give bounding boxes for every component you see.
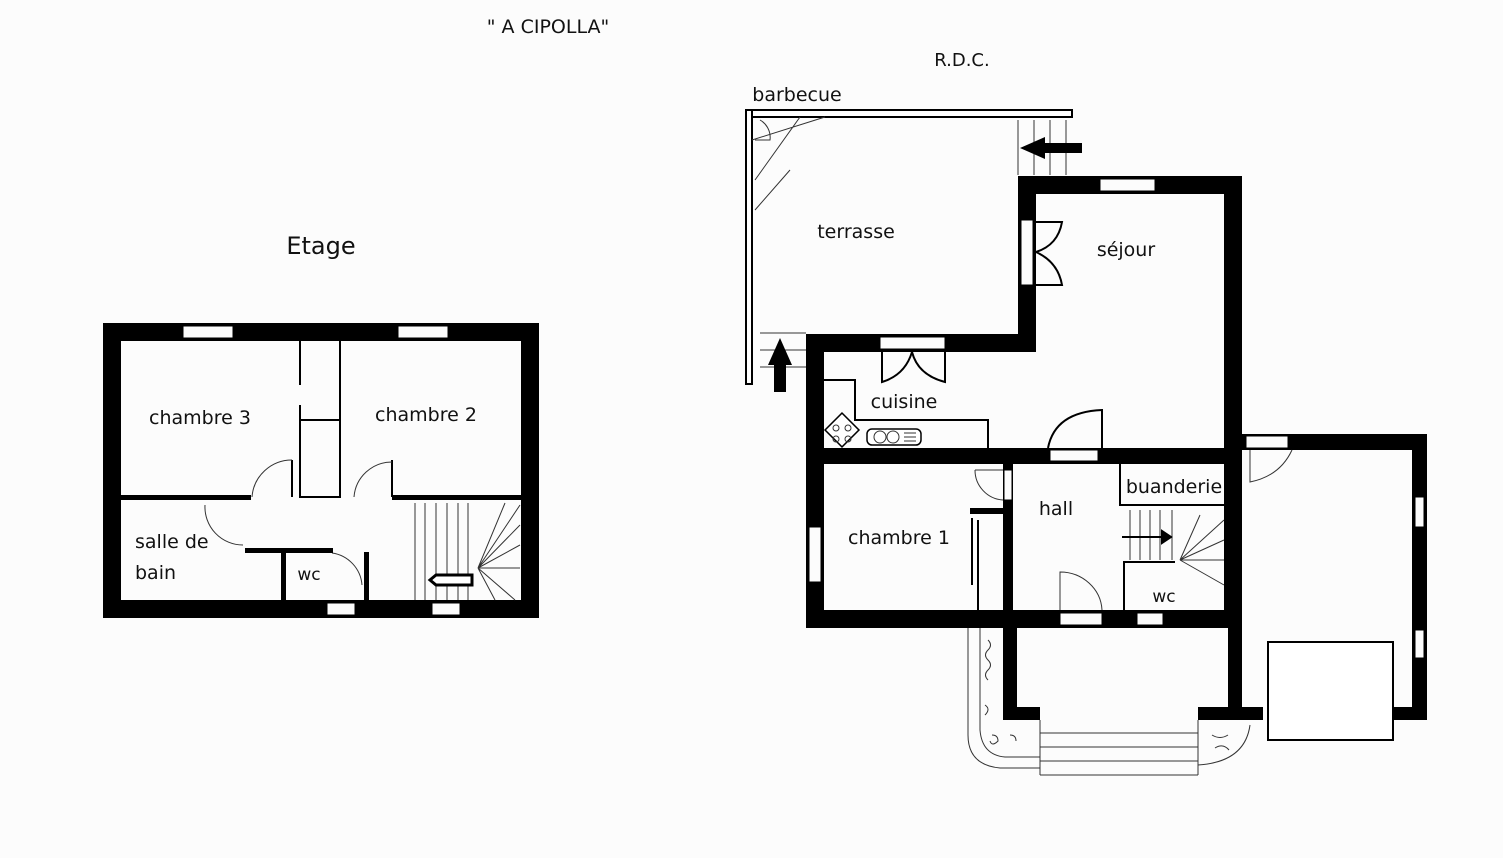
wall	[364, 552, 369, 600]
staircase	[414, 502, 521, 601]
rdc-heading: R.D.C.	[934, 50, 989, 71]
wall	[103, 323, 539, 341]
pergola-beam	[745, 109, 753, 385]
closet	[971, 518, 979, 610]
wall	[806, 610, 1242, 628]
wall	[1393, 707, 1427, 720]
room-salle-de-bain-line1: salle de	[135, 531, 209, 553]
wall	[121, 495, 251, 500]
room-terrasse: terrasse	[817, 221, 895, 243]
room-wc: wc	[297, 565, 320, 585]
window	[326, 602, 356, 616]
room-chambre-3: chambre 3	[149, 407, 251, 429]
etage-floor: Etage chambre 3 chambre 2 salle de bain …	[103, 232, 539, 618]
rdc-floor: R.D.C. barbecue terrasse	[745, 50, 1427, 776]
window	[1099, 178, 1156, 192]
sink-icon	[866, 428, 922, 446]
car-space	[1267, 641, 1394, 741]
wall	[1198, 707, 1263, 720]
room-chambre-1: chambre 1	[848, 527, 950, 549]
window	[1059, 612, 1103, 626]
door-swing	[204, 459, 393, 586]
wall	[1224, 176, 1242, 628]
room-salle-de-bain-line2: bain	[135, 562, 176, 584]
buanderie-wall	[1119, 464, 1224, 506]
planter	[967, 628, 1251, 769]
etage-heading: Etage	[286, 232, 355, 260]
room-sejour: séjour	[1097, 239, 1156, 261]
window	[431, 602, 461, 616]
wall	[806, 448, 1242, 464]
room-cuisine: cuisine	[871, 391, 938, 413]
wall	[103, 600, 539, 618]
wall	[1228, 628, 1242, 720]
wall	[103, 323, 121, 618]
wall	[245, 548, 333, 553]
door-swing	[1249, 449, 1293, 483]
window	[182, 325, 234, 339]
wall	[1003, 628, 1017, 720]
staircase	[1129, 510, 1225, 586]
window	[879, 336, 946, 350]
kitchen-counter	[824, 379, 989, 448]
wall	[521, 323, 539, 618]
stove-icon	[823, 411, 861, 449]
room-hall: hall	[1039, 498, 1073, 520]
plants-icon	[984, 639, 1230, 751]
stair-arrow-icon	[1122, 529, 1173, 545]
wall	[291, 460, 393, 497]
stair-arrow-icon	[427, 573, 474, 587]
wall	[392, 495, 521, 500]
room-chambre-2: chambre 2	[375, 404, 477, 426]
window	[1414, 629, 1425, 659]
door-swing	[881, 348, 946, 384]
window	[808, 526, 822, 583]
wall	[970, 508, 1003, 514]
room-barbecue: barbecue	[752, 84, 841, 106]
wc-wall	[1123, 561, 1175, 610]
doorway	[1049, 449, 1099, 462]
wall	[1003, 707, 1040, 720]
door-swing	[1047, 408, 1103, 449]
entrance-arrow-icon	[768, 338, 792, 392]
wall	[806, 334, 824, 628]
wall	[281, 548, 286, 600]
window	[397, 325, 449, 339]
doorway	[1003, 469, 1013, 501]
door-swing	[974, 469, 1004, 501]
window	[1414, 496, 1425, 528]
door-swing	[1059, 571, 1103, 611]
entrance-arrow-icon	[1020, 137, 1082, 159]
doorway	[1245, 435, 1289, 449]
wall	[1003, 464, 1013, 610]
room-buanderie: buanderie	[1126, 476, 1222, 498]
window	[1020, 219, 1034, 286]
room-wc: wc	[1152, 587, 1175, 607]
window	[1136, 612, 1164, 626]
door-swing	[1033, 221, 1064, 286]
pergola-beam	[745, 109, 1073, 118]
shaft	[299, 341, 341, 498]
entrance-steps	[1039, 720, 1199, 776]
plan-title: " A CIPOLLA"	[487, 16, 609, 38]
wall	[1412, 434, 1427, 720]
